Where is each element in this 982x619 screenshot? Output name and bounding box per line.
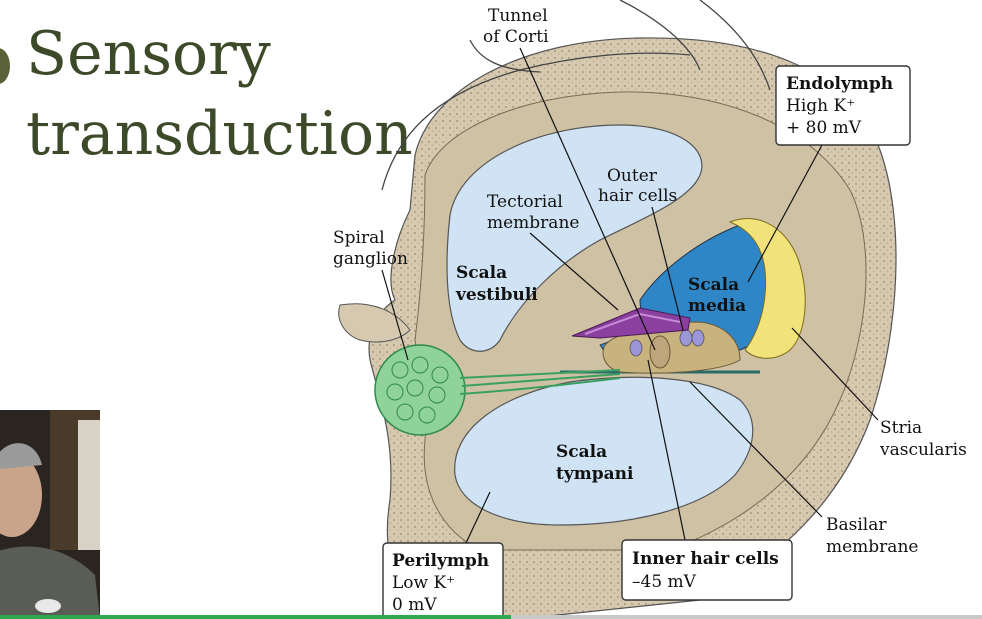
svg-text:–45 mV: –45 mV	[632, 572, 697, 592]
svg-text:Basilar: Basilar	[826, 515, 887, 535]
svg-text:Stria: Stria	[880, 418, 922, 438]
endolymph-callout: Endolymph High K⁺ + 80 mV	[775, 65, 911, 146]
label-tunnel-of-corti-line1: Tunnel	[488, 6, 548, 26]
svg-text:Low K⁺: Low K⁺	[392, 573, 455, 593]
label-tectorial-membrane-line1: Tectorial	[487, 192, 563, 212]
perilymph-ion: Low K⁺	[392, 573, 455, 593]
svg-text:hair cells: hair cells	[598, 186, 677, 206]
svg-text:Inner hair cells: Inner hair cells	[632, 549, 779, 569]
video-progress-fill	[0, 615, 511, 619]
label-scala-vestibuli-line2: vestibuli	[455, 285, 538, 305]
scala-tympani-region	[454, 376, 754, 526]
perilymph-voltage: 0 mV	[392, 595, 437, 615]
label-basilar-membrane-line2: membrane	[826, 537, 918, 557]
endolymph-title: Endolymph	[786, 74, 893, 94]
label-outer-hair-cells-line1: Outer	[607, 166, 658, 186]
svg-text:membrane: membrane	[826, 537, 918, 557]
label-spiral-ganglion-line2: ganglion	[333, 249, 408, 269]
svg-text:+ 80 mV: + 80 mV	[786, 118, 862, 138]
slide-title-line2: transduction	[26, 99, 413, 169]
label-scala-vestibuli-line1: Scala	[456, 263, 507, 283]
label-stria-vascularis-line1: Stria	[880, 418, 922, 438]
presenter-webcam	[0, 410, 100, 619]
video-progress-bar[interactable]	[0, 615, 982, 619]
label-stria-vascularis-line2: vascularis	[879, 440, 967, 460]
svg-text:Scala: Scala	[456, 263, 507, 283]
svg-text:Tectorial: Tectorial	[487, 192, 563, 212]
svg-text:membrane: membrane	[487, 213, 579, 233]
slide-title-line1: Sensory	[26, 19, 271, 89]
label-tunnel-of-corti: Tunnel	[488, 6, 548, 26]
svg-text:Endolymph: Endolymph	[786, 74, 893, 94]
stria-vascularis-region	[728, 218, 806, 359]
inner-hair-cells-title: Inner hair cells	[632, 549, 779, 569]
svg-text:Spiral: Spiral	[333, 228, 385, 248]
label-spiral-ganglion-line1: Spiral	[333, 228, 385, 248]
endolymph-voltage: + 80 mV	[786, 118, 862, 138]
endolymph-ion: High K⁺	[786, 96, 855, 116]
inner-hair-cells-callout: Inner hair cells –45 mV	[621, 539, 793, 601]
svg-text:tympani: tympani	[556, 464, 634, 484]
scala-vestibuli-region	[446, 124, 703, 352]
label-scala-tympani-line1: Scala	[556, 442, 607, 462]
label-scala-media-line1: Scala	[688, 275, 739, 295]
title-bullet-icon	[0, 48, 10, 84]
label-scala-media-line2: media	[688, 296, 746, 316]
perilymph-title: Perilymph	[392, 551, 489, 571]
svg-text:High K⁺: High K⁺	[786, 96, 855, 116]
label-tectorial-membrane-line2: membrane	[487, 213, 579, 233]
svg-text:vascularis: vascularis	[879, 440, 967, 460]
svg-text:vestibuli: vestibuli	[455, 285, 538, 305]
svg-text:0 mV: 0 mV	[392, 595, 437, 615]
perilymph-callout: Perilymph Low K⁺ 0 mV	[382, 542, 504, 619]
label-tunnel-of-corti-line2: of Corti	[483, 27, 549, 47]
label-outer-hair-cells-line2: hair cells	[598, 186, 677, 206]
spiral-ganglion	[374, 344, 621, 436]
label-scala-tympani-line2: tympani	[556, 464, 634, 484]
svg-text:media: media	[688, 296, 746, 316]
svg-text:of Corti: of Corti	[483, 27, 549, 47]
svg-text:Scala: Scala	[556, 442, 607, 462]
svg-text:Scala: Scala	[688, 275, 739, 295]
presenter-image	[0, 410, 100, 619]
svg-text:Perilymph: Perilymph	[392, 551, 489, 571]
svg-text:Outer: Outer	[607, 166, 658, 186]
tectorial-membrane	[571, 307, 691, 339]
label-basilar-membrane-line1: Basilar	[826, 515, 887, 535]
svg-text:ganglion: ganglion	[333, 249, 408, 269]
inner-hair-cells-voltage: –45 mV	[632, 572, 697, 592]
